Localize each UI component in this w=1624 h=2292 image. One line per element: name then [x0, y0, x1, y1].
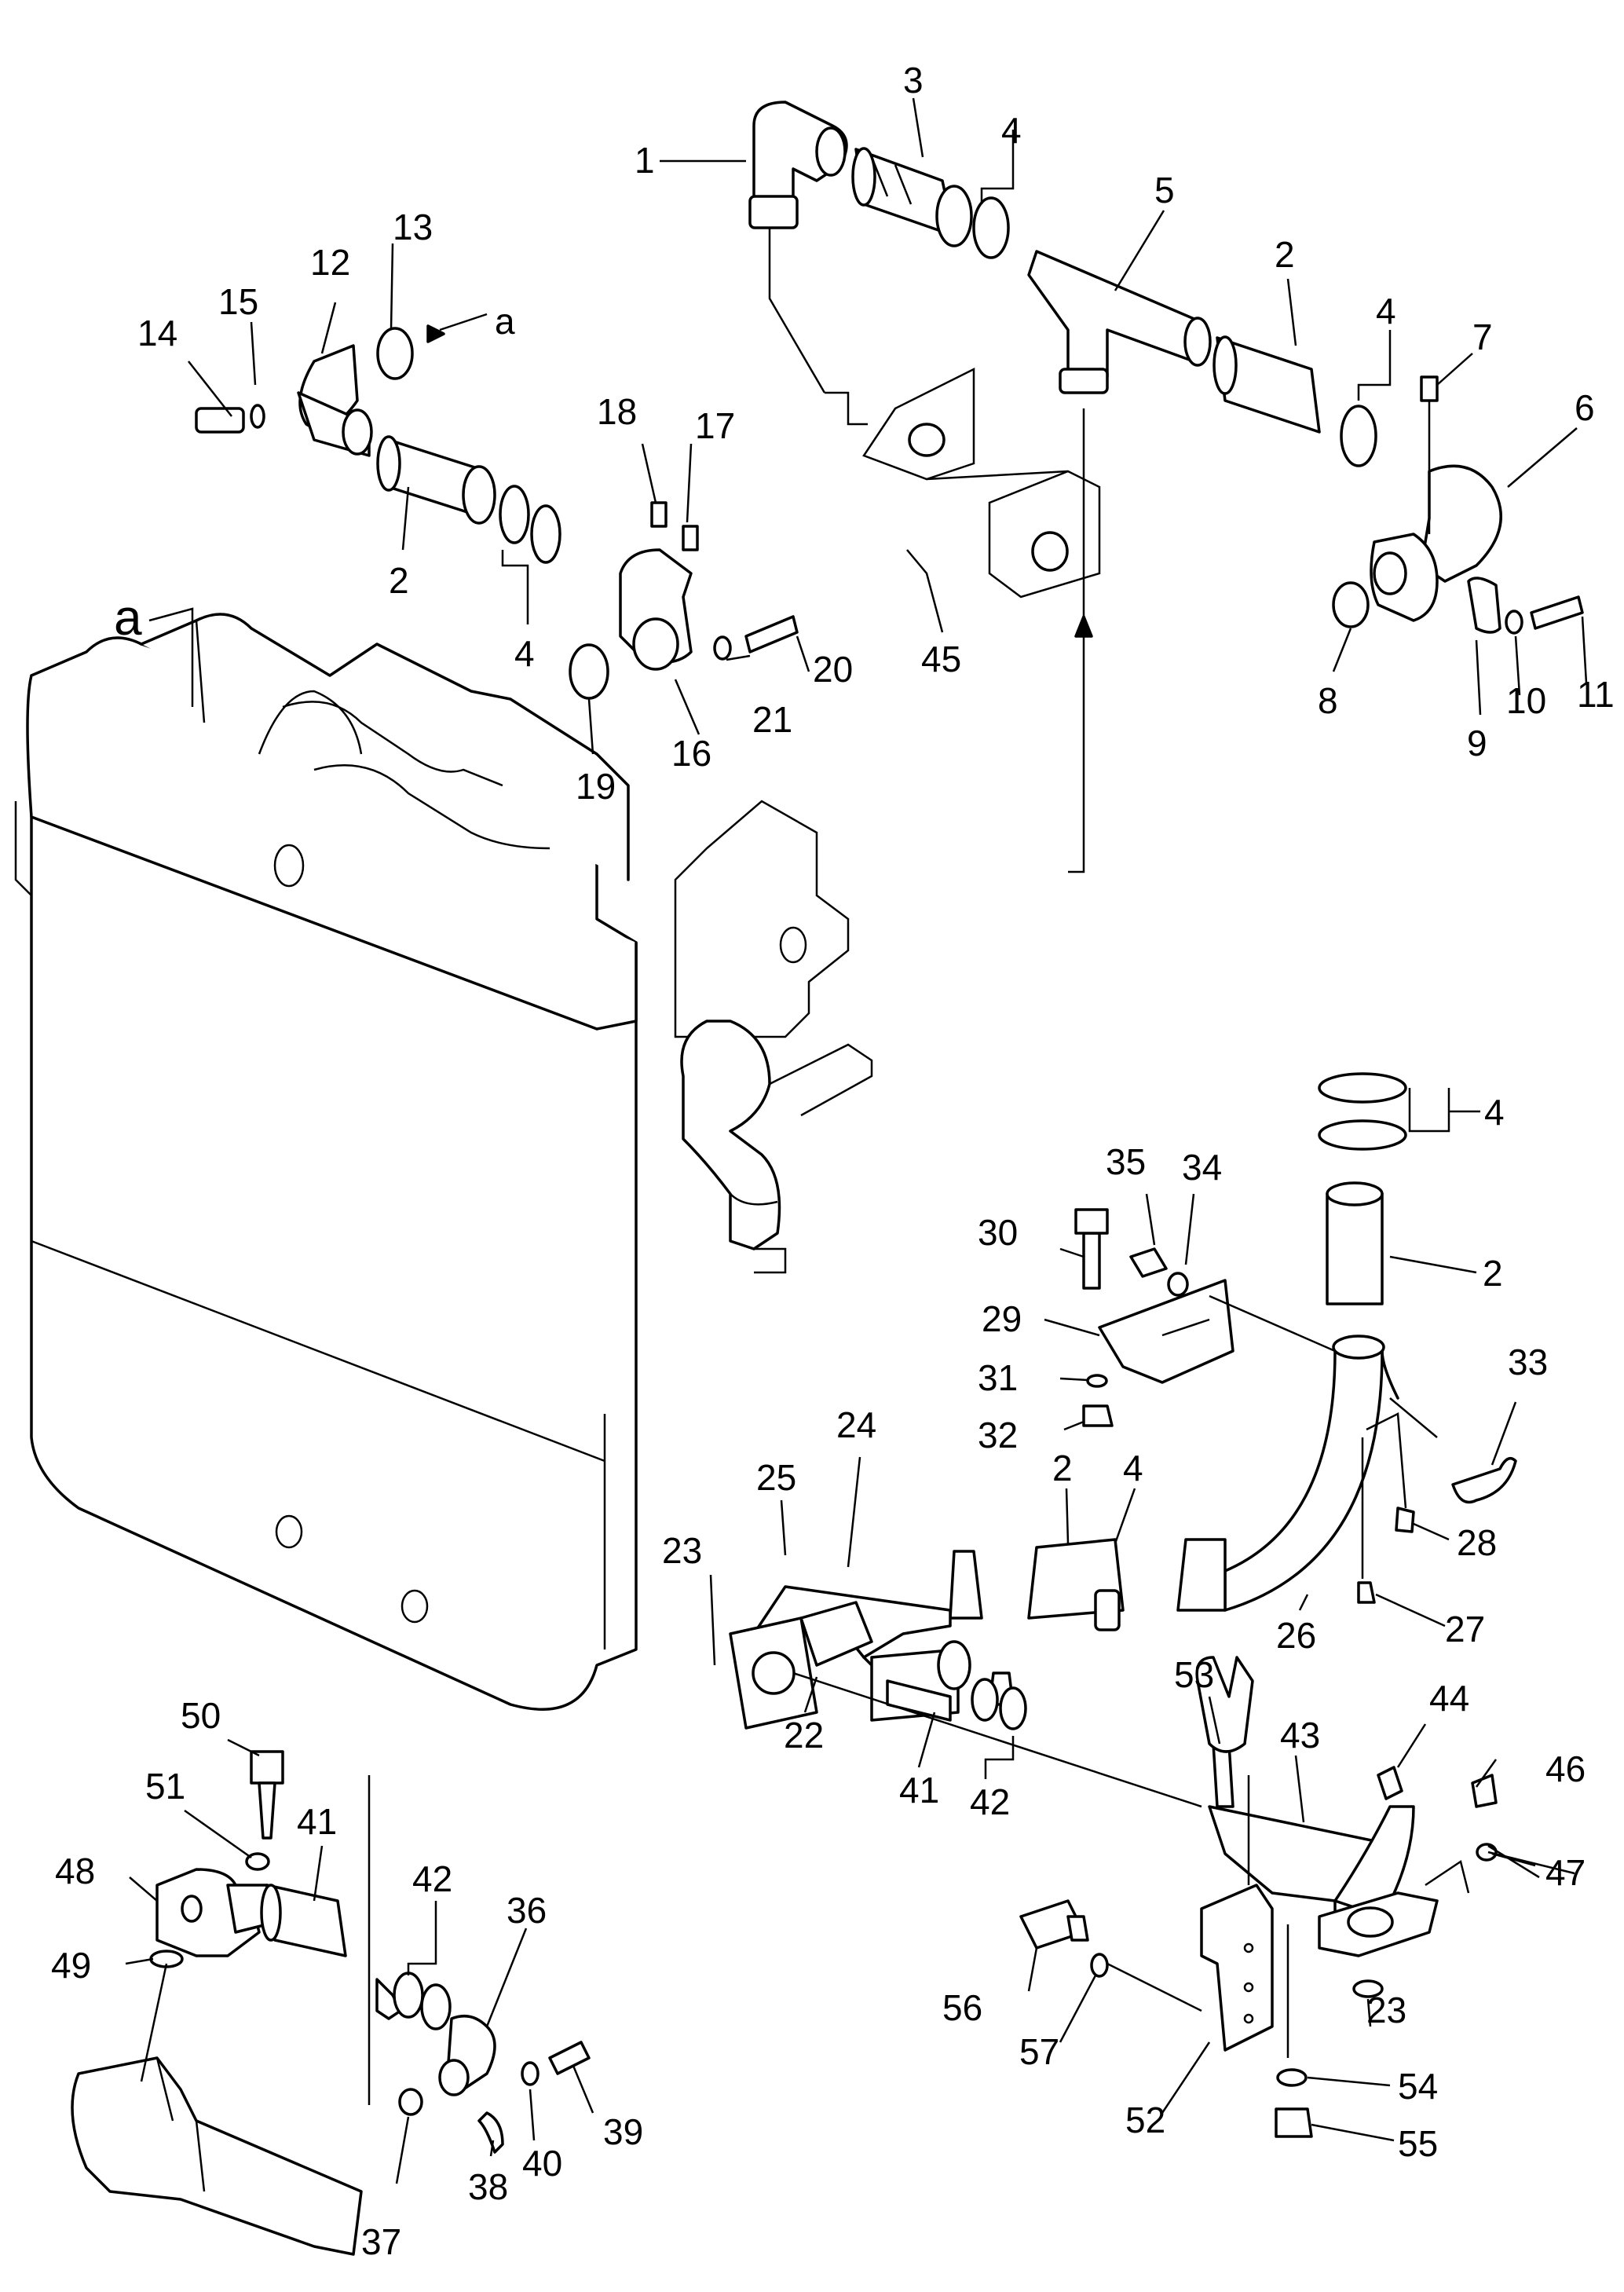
callout-2: 2: [1483, 1253, 1503, 1294]
callout-35: 35: [1106, 1141, 1146, 1182]
callout-39: 39: [603, 2111, 643, 2152]
callout-8: 8: [1318, 680, 1338, 721]
callout-44: 44: [1429, 1678, 1469, 1719]
callout-42: 42: [970, 1781, 1010, 1822]
callout-17: 17: [695, 405, 735, 446]
callout-10: 10: [1506, 680, 1546, 721]
callout-41: 41: [297, 1801, 337, 1842]
callout-22: 22: [784, 1715, 824, 1756]
callout-55: 55: [1398, 2123, 1438, 2164]
callout-50: 50: [181, 1695, 221, 1736]
upper-left-pipe-group: [195, 327, 799, 700]
callout-30: 30: [978, 1212, 1018, 1253]
callout-15: 15: [218, 281, 258, 322]
callout-leaders: [125, 97, 1588, 2184]
callout-7: 7: [1472, 317, 1493, 357]
callout-4: 4: [1123, 1448, 1143, 1488]
lower-right-pipe-assembly: [729, 1072, 1407, 1730]
bracket-group-45: [768, 228, 1101, 873]
callout-56: 56: [942, 1987, 982, 2028]
callout-34: 34: [1182, 1147, 1222, 1188]
callout-46: 46: [1545, 1748, 1586, 1789]
callout-47: 47: [1545, 1852, 1586, 1893]
callout-4: 4: [1376, 291, 1396, 331]
callout-2: 2: [1052, 1448, 1073, 1488]
lower-center-assembly: [792, 1656, 1498, 2138]
callout-45: 45: [921, 639, 961, 679]
callout-32: 32: [978, 1415, 1018, 1455]
callout-52: 52: [1125, 2100, 1165, 2140]
callout-28: 28: [1457, 1522, 1497, 1563]
callout-a: a: [114, 589, 142, 646]
callout-31: 31: [978, 1357, 1018, 1398]
callout-20: 20: [813, 649, 853, 690]
callout-14: 14: [137, 313, 177, 353]
callout-54: 54: [1398, 2066, 1438, 2107]
callout-37: 37: [361, 2221, 401, 2262]
callout-11: 11: [1577, 674, 1615, 715]
callout-labels: 1 3 4 5 2 4 7 6 13 12 14 15 a 18 17 2 4 …: [51, 60, 1615, 2262]
upper-pipe-assembly: [748, 101, 1584, 635]
callout-27: 27: [1445, 1609, 1485, 1649]
callout-13: 13: [393, 207, 433, 247]
callout-9: 9: [1467, 723, 1487, 763]
callout-5: 5: [1154, 170, 1175, 211]
callout-23: 23: [662, 1530, 702, 1571]
callout-49: 49: [51, 1945, 91, 1986]
callout-57: 57: [1019, 2031, 1059, 2072]
callout-33: 33: [1508, 1342, 1548, 1382]
callout-53: 53: [1174, 1654, 1214, 1695]
radiator-assembly: [14, 613, 873, 1711]
reference-arrows: [426, 324, 1093, 638]
callout-36: 36: [507, 1890, 547, 1931]
callout-48: 48: [55, 1851, 95, 1891]
bracket-29-group: [1074, 1208, 1517, 1604]
callout-4: 4: [514, 633, 535, 674]
callout-40: 40: [522, 2143, 562, 2184]
callout-18: 18: [597, 391, 637, 432]
callout-16: 16: [671, 733, 711, 774]
callout-51: 51: [145, 1766, 185, 1807]
callout-4: 4: [1484, 1092, 1505, 1133]
callout-26: 26: [1276, 1615, 1316, 1656]
callout-21: 21: [752, 699, 792, 740]
callout-1: 1: [635, 140, 655, 181]
callout-6: 6: [1575, 387, 1595, 428]
callout-25: 25: [756, 1457, 796, 1498]
callout-42: 42: [412, 1858, 452, 1899]
callout-a: a: [495, 301, 515, 342]
callout-3: 3: [903, 60, 924, 101]
callout-41: 41: [899, 1770, 939, 1811]
callout-24: 24: [836, 1404, 876, 1445]
lower-left-assembly: [71, 1750, 591, 2256]
callout-4: 4: [1001, 110, 1022, 151]
callout-2: 2: [1275, 234, 1295, 275]
callout-23: 23: [1366, 1990, 1406, 2030]
callout-43: 43: [1280, 1715, 1320, 1756]
callout-2: 2: [389, 560, 409, 601]
callout-38: 38: [468, 2166, 508, 2207]
callout-12: 12: [310, 242, 350, 283]
callout-19: 19: [576, 766, 616, 807]
callout-29: 29: [982, 1298, 1022, 1339]
